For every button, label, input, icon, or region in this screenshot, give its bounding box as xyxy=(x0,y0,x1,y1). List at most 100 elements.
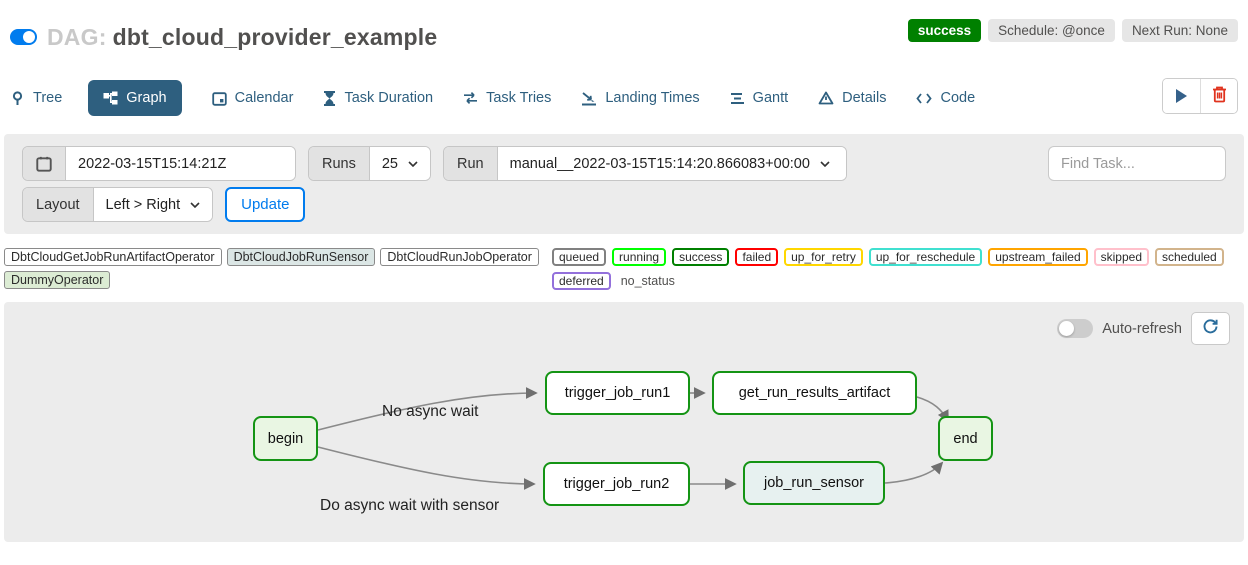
page-title: DAG:dbt_cloud_provider_example xyxy=(47,24,437,51)
edge-sensor-end xyxy=(884,461,944,484)
landing-icon xyxy=(581,91,597,106)
toggle-knob xyxy=(1059,321,1075,336)
tab-task-tries[interactable]: Task Tries xyxy=(463,90,551,106)
task-node-trigger-job-run1[interactable]: trigger_job_run1 xyxy=(545,371,690,415)
base-date-input[interactable] xyxy=(78,155,283,172)
dag-graph-panel: Auto-refresh No async wait Do async wait… xyxy=(4,302,1244,542)
hourglass-icon xyxy=(323,90,336,106)
state-badge-skipped[interactable]: skipped xyxy=(1093,248,1149,266)
tab-label: Code xyxy=(940,90,976,106)
repeat-icon xyxy=(463,91,478,105)
tree-icon xyxy=(10,90,25,106)
operator-legend: DbtCloudGetJobRunArtifactOperator DbtClo… xyxy=(4,248,552,289)
state-badge-deferred[interactable]: deferred xyxy=(552,272,611,290)
state-badge-up-for-retry[interactable]: up_for_retry xyxy=(784,248,863,266)
auto-refresh-label: Auto-refresh xyxy=(1102,320,1182,337)
filter-row-1: Runs 25 Run manual__2022-03-15T15:14:20.… xyxy=(22,146,1226,181)
state-badge-up-for-reschedule[interactable]: up_for_reschedule xyxy=(868,248,983,266)
status-badge: success xyxy=(907,18,982,42)
refresh-button[interactable] xyxy=(1191,312,1230,345)
tab-gantt[interactable]: Gantt xyxy=(730,90,788,106)
state-badge-scheduled[interactable]: scheduled xyxy=(1155,248,1224,266)
run-group: Run manual__2022-03-15T15:14:20.866083+0… xyxy=(443,146,847,181)
tab-label: Task Tries xyxy=(486,90,552,106)
code-icon xyxy=(916,92,933,105)
delete-dag-button[interactable] xyxy=(1200,79,1237,113)
find-task-input[interactable] xyxy=(1048,146,1226,181)
runs-group: Runs 25 xyxy=(308,146,431,181)
view-tabbar: Tree Graph Calendar Task Duration Task T… xyxy=(10,78,1238,118)
calendar-addon[interactable] xyxy=(23,147,66,180)
trash-icon xyxy=(1212,86,1227,106)
details-icon xyxy=(818,91,834,105)
layout-group: Layout Left > Right xyxy=(22,187,214,222)
schedule-badge: Schedule: @once xyxy=(988,18,1115,42)
tab-label: Gantt xyxy=(752,90,789,106)
chevron-down-icon xyxy=(190,201,200,208)
operator-badge: DbtCloudJobRunSensor xyxy=(226,248,376,266)
dag-edges xyxy=(317,387,949,490)
state-label-no-status: no_status xyxy=(620,274,675,288)
run-value: manual__2022-03-15T15:14:20.866083+00:00 xyxy=(509,155,810,172)
toggle-knob xyxy=(23,31,35,43)
dag-action-buttons xyxy=(1162,78,1238,114)
run-label: Run xyxy=(444,147,498,180)
runs-label: Runs xyxy=(309,147,370,180)
operator-badge: DbtCloudRunJobOperator xyxy=(380,248,539,266)
operator-badge: DummyOperator xyxy=(4,271,111,289)
tab-calendar[interactable]: Calendar xyxy=(211,90,294,106)
tab-tree[interactable]: Tree xyxy=(10,90,62,106)
tab-label: Details xyxy=(842,90,887,106)
chevron-down-icon xyxy=(820,160,830,167)
edge-label-do-async: Do async wait with sensor xyxy=(320,497,500,514)
run-select[interactable]: manual__2022-03-15T15:14:20.866083+00:00 xyxy=(497,147,846,180)
tab-code[interactable]: Code xyxy=(916,90,975,106)
refresh-icon xyxy=(1202,318,1219,340)
runs-select[interactable]: 25 xyxy=(369,147,430,180)
header-badges: success Schedule: @once Next Run: None xyxy=(907,18,1238,42)
graph-icon xyxy=(103,91,118,106)
task-node-get-run-results-artifact[interactable]: get_run_results_artifact xyxy=(712,371,917,415)
tab-details[interactable]: Details xyxy=(818,90,886,106)
tab-label: Calendar xyxy=(234,90,294,106)
dag-pause-toggle[interactable] xyxy=(10,29,37,45)
auto-refresh-toggle[interactable] xyxy=(1057,319,1094,338)
filter-row-2: Layout Left > Right Update xyxy=(22,187,1226,222)
tab-label: Landing Times xyxy=(605,90,700,106)
task-node-trigger-job-run2[interactable]: trigger_job_run2 xyxy=(543,462,690,506)
state-legend: queued running success failed up_for_ret… xyxy=(552,248,1244,290)
tab-graph[interactable]: Graph xyxy=(88,80,182,116)
tab-label: Tree xyxy=(33,90,63,106)
update-button[interactable]: Update xyxy=(225,187,306,222)
layout-select[interactable]: Left > Right xyxy=(93,188,213,221)
task-node-begin[interactable]: begin xyxy=(253,416,318,461)
auto-refresh-controls: Auto-refresh xyxy=(1057,312,1230,345)
runs-value: 25 xyxy=(381,155,398,172)
dag-header: DAG:dbt_cloud_provider_example success S… xyxy=(0,0,1248,56)
chevron-down-icon xyxy=(408,160,418,167)
state-badge-failed[interactable]: failed xyxy=(735,248,779,266)
task-node-job-run-sensor[interactable]: job_run_sensor xyxy=(743,461,885,505)
base-date-group xyxy=(22,146,296,181)
tab-label: Graph xyxy=(126,90,167,106)
calendar-icon xyxy=(211,91,227,106)
tab-landing-times[interactable]: Landing Times xyxy=(581,90,700,106)
state-badge-upstream-failed[interactable]: upstream_failed xyxy=(988,248,1088,266)
play-icon xyxy=(1176,89,1187,103)
state-badge-running[interactable]: running xyxy=(612,248,667,266)
trigger-dag-button[interactable] xyxy=(1163,79,1200,113)
legend: DbtCloudGetJobRunArtifactOperator DbtClo… xyxy=(4,248,1244,290)
state-badge-queued[interactable]: queued xyxy=(552,248,607,266)
task-node-end[interactable]: end xyxy=(938,416,993,461)
state-badge-success[interactable]: success xyxy=(672,248,730,266)
gantt-icon xyxy=(730,92,745,105)
filter-panel: Runs 25 Run manual__2022-03-15T15:14:20.… xyxy=(4,134,1244,234)
operator-badge: DbtCloudGetJobRunArtifactOperator xyxy=(4,248,222,266)
dag-label: DAG: xyxy=(47,23,107,50)
next-run-badge: Next Run: None xyxy=(1121,18,1238,42)
dag-name: dbt_cloud_provider_example xyxy=(112,23,438,50)
layout-value: Left > Right xyxy=(105,196,181,213)
edge-begin-trigger1 xyxy=(317,387,538,431)
edge-label-no-async: No async wait xyxy=(382,403,479,420)
tab-task-duration[interactable]: Task Duration xyxy=(323,90,433,106)
